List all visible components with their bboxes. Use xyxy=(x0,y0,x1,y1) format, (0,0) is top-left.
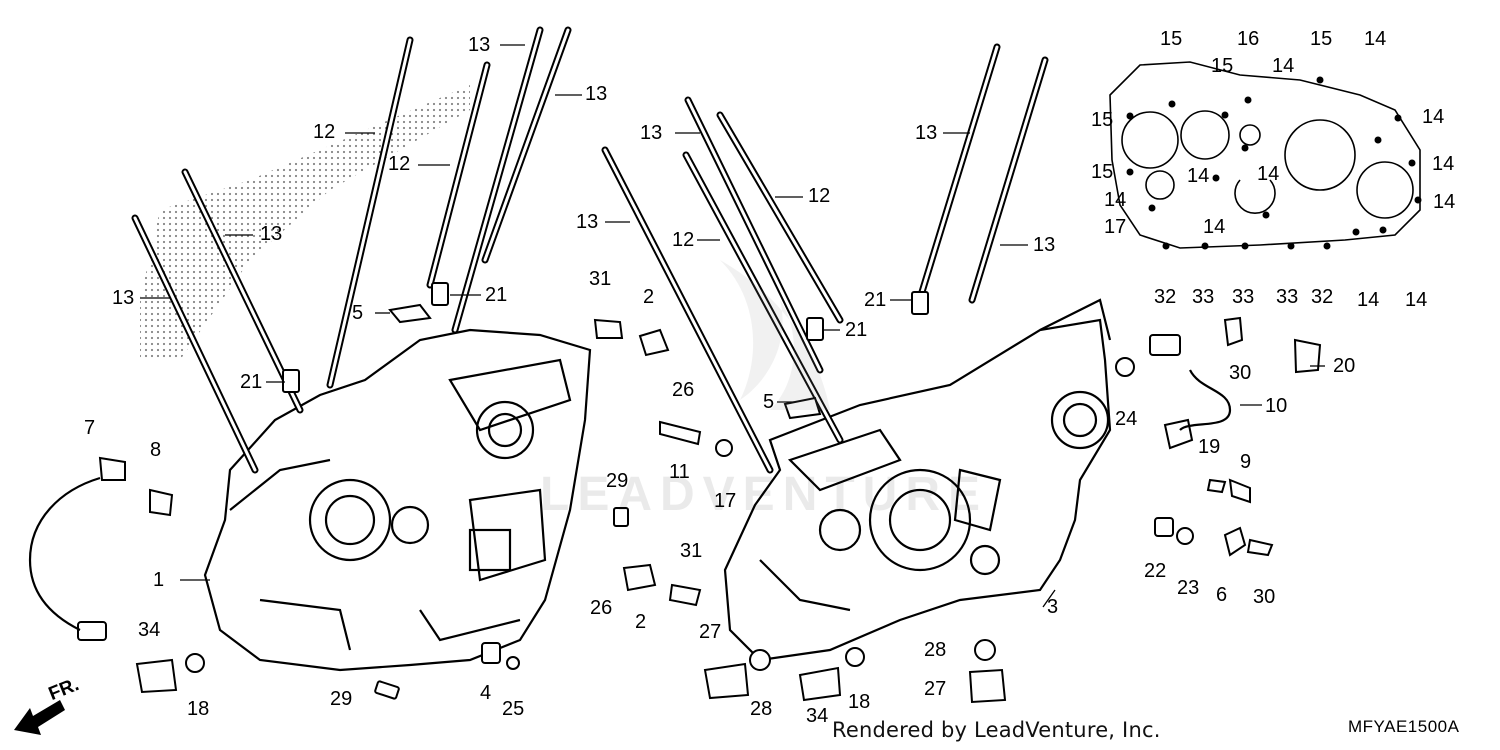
callout-34: 34 xyxy=(138,619,161,641)
callout-18: 18 xyxy=(848,691,871,713)
callout-10: 10 xyxy=(1265,395,1288,417)
callout-13: 13 xyxy=(468,34,491,56)
callout-5: 5 xyxy=(763,391,775,413)
callout-1: 1 xyxy=(153,569,165,591)
callout-26: 26 xyxy=(672,379,695,401)
callout-14: 14 xyxy=(1432,153,1455,175)
gasket-holes xyxy=(1126,76,1422,250)
callout-9: 9 xyxy=(1240,451,1252,473)
watermark-logo xyxy=(720,260,830,410)
callout-29: 29 xyxy=(330,688,353,710)
callout-14: 14 xyxy=(1422,106,1445,128)
callout-27: 27 xyxy=(924,678,947,700)
front-arrow-icon xyxy=(14,700,65,735)
callout-32: 32 xyxy=(1311,286,1334,308)
leader-lines xyxy=(140,44,1325,608)
callout-21: 21 xyxy=(845,319,868,341)
callout-14: 14 xyxy=(1433,191,1456,213)
right-crankcase-half xyxy=(723,298,1112,662)
callout-26: 26 xyxy=(590,597,613,619)
callout-13: 13 xyxy=(260,223,283,245)
callout-32: 32 xyxy=(1154,286,1177,308)
small-parts xyxy=(77,282,1322,704)
callout-13: 13 xyxy=(915,122,938,144)
callout-20: 20 xyxy=(1333,355,1356,377)
callout-5: 5 xyxy=(352,302,364,324)
callout-2: 2 xyxy=(643,286,655,308)
footer-credit: Rendered by LeadVenture, Inc. xyxy=(832,718,1161,742)
callout-14: 14 xyxy=(1187,165,1210,187)
callout-13: 13 xyxy=(1033,234,1056,256)
callout-14: 14 xyxy=(1203,216,1226,238)
callout-28: 28 xyxy=(924,639,947,661)
callout-17: 17 xyxy=(714,490,737,512)
stud-cores xyxy=(133,28,1047,472)
callout-21: 21 xyxy=(485,284,508,306)
callout-22: 22 xyxy=(1144,560,1167,582)
callout-19: 19 xyxy=(1198,436,1221,458)
callout-15: 15 xyxy=(1211,55,1234,77)
callout-30: 30 xyxy=(1253,586,1276,608)
callout-12: 12 xyxy=(313,121,336,143)
callout-16: 16 xyxy=(1237,28,1260,50)
diagram-code: MFYAE1500A xyxy=(1348,717,1460,736)
callout-31: 31 xyxy=(680,540,703,562)
callout-8: 8 xyxy=(150,439,162,461)
callout-13: 13 xyxy=(640,122,663,144)
callout-21: 21 xyxy=(240,371,263,393)
callout-15: 15 xyxy=(1091,109,1114,131)
callout-33: 33 xyxy=(1276,286,1299,308)
callout-21: 21 xyxy=(864,289,887,311)
callout-12: 12 xyxy=(388,153,411,175)
sensor-wires xyxy=(28,369,1232,631)
shading-area xyxy=(140,85,470,360)
callout-33: 33 xyxy=(1192,286,1215,308)
callout-34: 34 xyxy=(806,705,829,727)
callout-14: 14 xyxy=(1405,289,1428,311)
callout-13: 13 xyxy=(112,287,135,309)
crankcase-gasket xyxy=(1109,61,1421,249)
callout-14: 14 xyxy=(1104,189,1127,211)
callout-13: 13 xyxy=(576,211,599,233)
callout-4: 4 xyxy=(480,682,492,704)
watermark-text: LEADVENTURE xyxy=(540,468,988,521)
callout-29: 29 xyxy=(606,470,629,492)
callout-18: 18 xyxy=(187,698,210,720)
callout-31: 31 xyxy=(589,268,612,290)
callout-33: 33 xyxy=(1232,286,1255,308)
callout-24: 24 xyxy=(1115,408,1138,430)
callout-17: 17 xyxy=(1104,216,1127,238)
callout-2: 2 xyxy=(635,611,647,633)
callout-3: 3 xyxy=(1047,596,1059,618)
callout-30: 30 xyxy=(1229,362,1252,384)
callout-15: 15 xyxy=(1091,161,1114,183)
callout-13: 13 xyxy=(585,83,608,105)
callout-15: 15 xyxy=(1160,28,1183,50)
callout-28: 28 xyxy=(750,698,773,720)
callout-23: 23 xyxy=(1177,577,1200,599)
callout-25: 25 xyxy=(502,698,525,720)
callout-14: 14 xyxy=(1257,163,1280,185)
callout-14: 14 xyxy=(1357,289,1380,311)
callout-14: 14 xyxy=(1364,28,1387,50)
callout-12: 12 xyxy=(808,185,831,207)
callout-7: 7 xyxy=(84,417,96,439)
callout-6: 6 xyxy=(1216,584,1228,606)
callout-15: 15 xyxy=(1310,28,1333,50)
callout-14: 14 xyxy=(1272,55,1295,77)
left-crankcase-half xyxy=(203,328,592,672)
callout-11: 11 xyxy=(669,461,690,483)
callout-12: 12 xyxy=(672,229,695,251)
callout-27: 27 xyxy=(699,621,722,643)
